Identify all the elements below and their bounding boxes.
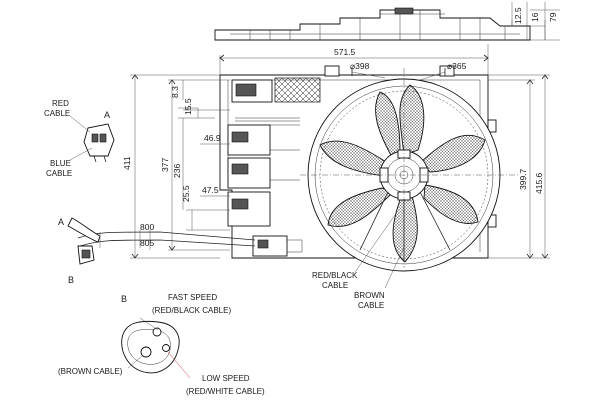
- dim-415-6: 415.6: [534, 172, 544, 194]
- label-b-mid: B: [68, 275, 74, 285]
- left-height-dimensions: [130, 74, 230, 259]
- blue-cable-label-2: CABLE: [46, 169, 72, 178]
- dim-top-12-5: 12.5: [513, 7, 523, 24]
- red-cable-label-1: RED: [52, 99, 69, 108]
- brown-label-1: BROWN: [354, 291, 385, 300]
- dim-377: 377: [160, 158, 170, 172]
- label-b-lower: B: [121, 294, 127, 304]
- cable-harness: [67, 217, 256, 265]
- dim-top-16: 16: [530, 12, 540, 22]
- top-side-view: [214, 2, 560, 41]
- fan-rotor: [300, 68, 520, 272]
- dim-top-79: 79: [548, 12, 558, 22]
- dim-571-5: 571.5: [334, 47, 356, 57]
- low-speed-label-1: LOW SPEED: [202, 374, 250, 383]
- dim-399-7: 399.7: [518, 168, 528, 190]
- dim-15-5: 15.5: [183, 98, 193, 115]
- brown-cable-lower-label: (BROWN CABLE): [58, 367, 123, 376]
- low-speed-label-2: (RED/WHITE CABLE): [186, 387, 265, 396]
- dim-25-5: 25.5: [181, 185, 191, 202]
- blue-cable-label-1: BLUE: [50, 159, 71, 168]
- dim-800: 800: [140, 222, 154, 232]
- red-black-label-2: CABLE: [322, 281, 348, 290]
- diameter-leaders: [351, 68, 446, 81]
- fast-speed-label-1: FAST SPEED: [168, 293, 217, 302]
- label-a-top: A: [104, 110, 110, 120]
- fast-speed-label-2: (RED/BLACK CABLE): [152, 306, 231, 315]
- dim-805: 805: [140, 238, 154, 248]
- dim-411: 411: [122, 156, 132, 170]
- dim-8-3: 8.3: [170, 86, 180, 98]
- detail-b-connector: [121, 317, 191, 379]
- red-black-label-1: RED/BLACK: [312, 271, 358, 280]
- detail-a-connector: [69, 115, 115, 163]
- dim-47-5: 47.5: [202, 185, 219, 195]
- width-dimension: [219, 44, 489, 75]
- red-cable-label-2: CABLE: [44, 109, 70, 118]
- dim-d398: ⌀398: [350, 61, 370, 71]
- dim-236: 236: [172, 164, 182, 178]
- dim-46-9: 46.9: [204, 133, 221, 143]
- dim-d365: ⌀365: [447, 61, 467, 71]
- brown-label-2: CABLE: [358, 301, 384, 310]
- right-height-dimensions: [488, 74, 550, 259]
- label-a-mid: A: [58, 217, 64, 227]
